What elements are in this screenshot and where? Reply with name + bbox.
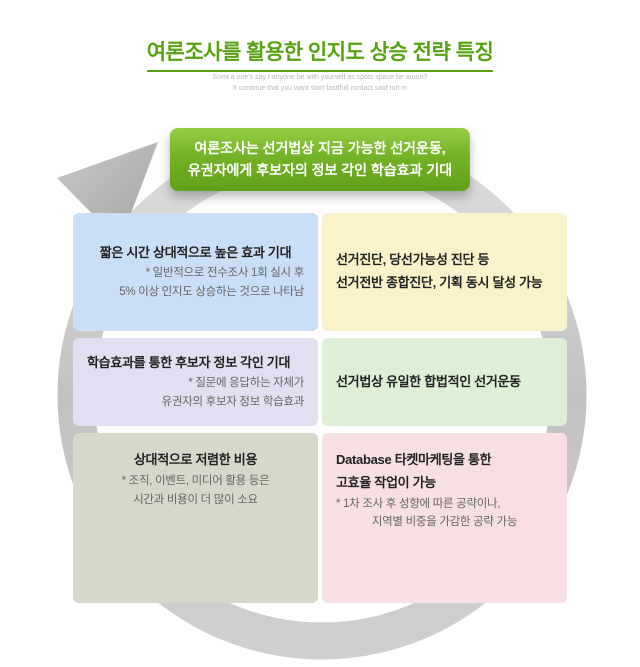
card-diagnosis: 선거진단, 당선가능성 진단 등 선거전반 종합진단, 기획 동시 달성 가능 (322, 213, 567, 331)
card-high-effect-body-2: 5% 이상 인지도 상승하는 것으로 나타남 (119, 286, 304, 299)
summary-banner: 여론조사는 선거법상 지금 가능한 선거운동, 유권자에게 후보자의 정보 각인… (169, 128, 471, 191)
card-high-effect: 짧은 시간 상대적으로 높은 효과 기대 * 일반적으로 전수조사 1회 실시 … (73, 213, 318, 331)
card-low-cost-title: 상대적으로 저렴한 비용 (133, 452, 258, 467)
card-database-title-1: Database 타켓마케팅을 통한 (336, 452, 492, 467)
card-diagnosis-title-1: 선거진단, 당선가능성 진단 등 (336, 252, 490, 268)
card-database-title-2: 고효율 작업이 가능 (336, 474, 436, 490)
tagline-line-2: It continue that you want start fastfful… (232, 85, 408, 93)
arrow-head-icon (57, 142, 158, 242)
tagline-line-1: Somt a one's say t anyone be with yourse… (212, 74, 428, 81)
card-learning-body-2: 유권자의 후보자 정보 학습효과 (161, 396, 305, 409)
card-database-marketing: Database 타켓마케팅을 통한 고효율 작업이 가능 * 1차 조사 후 … (322, 433, 567, 603)
card-learning-title: 학습효과를 통한 후보자 정보 각인 기대 (87, 354, 291, 370)
card-high-effect-title: 짧은 시간 상대적으로 높은 효과 기대 (99, 244, 292, 260)
page-title: 여론조사를 활용한 인지도 상승 전략 특징 (0, 30, 640, 72)
card-database-body-2: 지역별 비중을 가감한 공략 가능 (371, 516, 518, 529)
card-low-cost-body-2: 시간과 비용이 더 많이 소요 (133, 493, 258, 506)
card-legal-title: 선거법상 유일한 합법적인 선거운동 (336, 373, 521, 389)
card-learning-body-1: * 질문에 응답하는 자체가 (188, 377, 304, 390)
card-learning-effect: 학습효과를 통한 후보자 정보 각인 기대 * 질문에 응답하는 자체가 유권자… (73, 338, 318, 426)
banner-line-2: 유권자에게 후보자의 정보 각인 학습효과 기대 (187, 162, 453, 179)
card-diagnosis-title-2: 선거전반 종합진단, 기획 동시 달성 가능 (336, 275, 543, 290)
card-database-body-1: * 1차 조사 후 성향에 따른 공략이나, (336, 497, 501, 510)
card-low-cost-body-1: * 조직, 이벤트, 미디어 활용 등은 (121, 474, 270, 487)
card-high-effect-body-1: * 일반적으로 전수조사 1회 실시 후 (145, 267, 305, 280)
feature-grid: 짧은 시간 상대적으로 높은 효과 기대 * 일반적으로 전수조사 1회 실시 … (73, 213, 567, 603)
card-legal: 선거법상 유일한 합법적인 선거운동 (322, 338, 567, 426)
banner-line-1: 여론조사는 선거법상 지금 가능한 선거운동, (194, 140, 446, 156)
tagline: Somt a one's say t anyone be with yourse… (0, 72, 640, 94)
page-title-text: 여론조사를 활용한 인지도 상승 전략 특징 (146, 36, 494, 72)
card-low-cost: 상대적으로 저렴한 비용 * 조직, 이벤트, 미디어 활용 등은 시간과 비용… (73, 433, 318, 603)
